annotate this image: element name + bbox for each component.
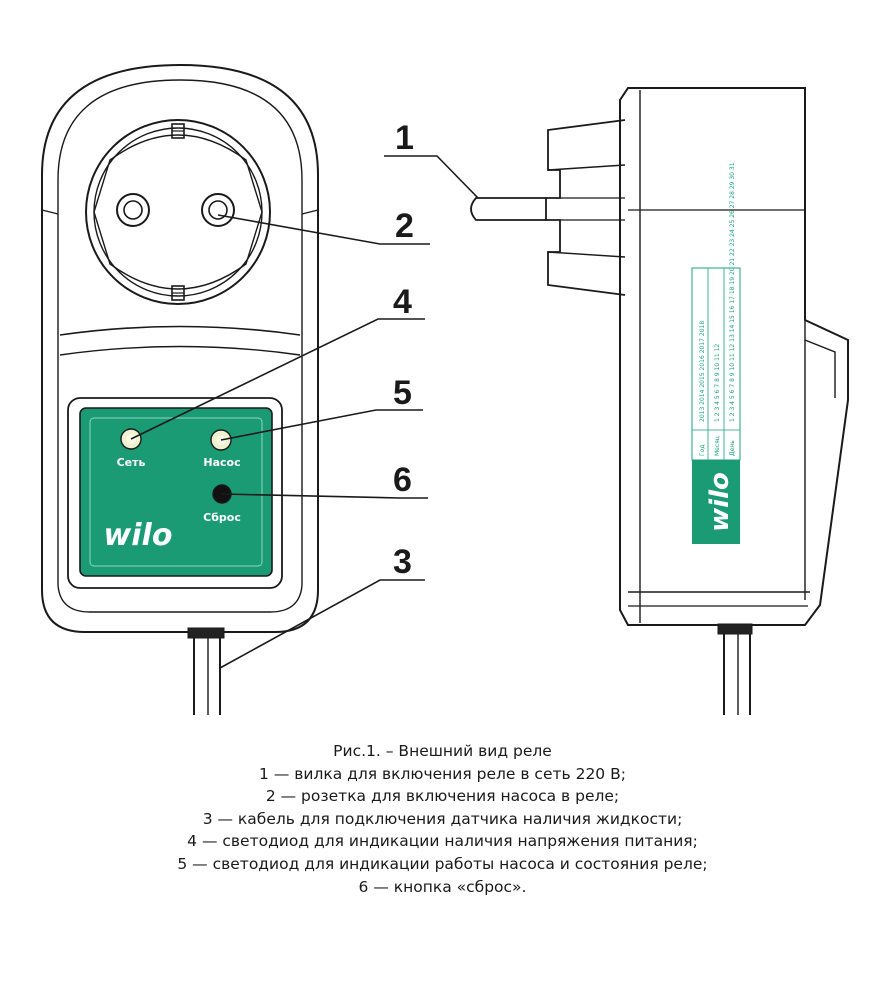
side-logo-panel: [692, 460, 740, 544]
date-label-sticker: [691, 267, 741, 461]
sticker-year-head: Год: [699, 445, 706, 456]
side-body-outline: [619, 87, 849, 626]
callout-1: 1: [395, 119, 414, 157]
sticker-month-head: Месяц: [714, 436, 721, 456]
sensor-cable: [187, 627, 225, 715]
relay-body-outline: [41, 63, 319, 633]
callout-6: 6: [393, 461, 412, 499]
relay-diagram: 1 2 4 5 6 3 Сеть Насос Сброс wilo Год 20…: [41, 63, 849, 715]
mains-plug: [545, 119, 626, 296]
reset-button-label: Сброс: [203, 511, 241, 524]
plug-pin: [470, 197, 546, 221]
caption-line-1: 1 — вилка для включения реле в сеть 220 …: [259, 764, 626, 783]
leader-lines: [130, 155, 479, 669]
caption-line-4: 4 — светодиод для индикации наличия напр…: [187, 832, 698, 851]
socket-hole-left: [116, 193, 150, 227]
relay-side-view: [470, 87, 849, 715]
callout-5: 5: [393, 374, 412, 412]
caption-title: Рис.1. – Внешний вид реле: [333, 742, 552, 760]
wilo-logo: wilo: [104, 518, 173, 553]
relay-front-view: [41, 63, 319, 715]
side-cable: [717, 623, 753, 715]
side-wilo-logo: wilo: [705, 472, 735, 532]
sticker-year-row: 2013 2014 2015 2016 2017 2018: [699, 321, 706, 422]
power-led-label: Сеть: [117, 456, 146, 469]
caption-line-3: 3 — кабель для подключения датчика налич…: [202, 809, 683, 828]
callout-4: 4: [393, 283, 412, 321]
pump-led-label: Насос: [203, 456, 240, 469]
figure-caption: Рис.1. – Внешний вид реле 1 — вилка для …: [0, 740, 885, 898]
socket-hole-right: [201, 193, 235, 227]
caption-line-6: 6 — кнопка «сброс».: [358, 877, 527, 896]
caption-line-5: 5 — светодиод для индикации работы насос…: [177, 854, 708, 873]
pump-socket: [85, 119, 271, 305]
caption-line-2: 2 — розетка для включения насоса в реле;: [265, 787, 620, 806]
callout-3: 3: [393, 543, 412, 581]
sticker-day-head: День: [729, 440, 736, 456]
callout-2: 2: [395, 207, 414, 245]
sticker-day-row: 1 2 3 4 5 6 7 8 9 10 11 12 13 14 15 16 1…: [729, 162, 736, 422]
sticker-month-row: 1 2 3 4 5 6 7 8 9 10 11 12: [714, 344, 721, 422]
